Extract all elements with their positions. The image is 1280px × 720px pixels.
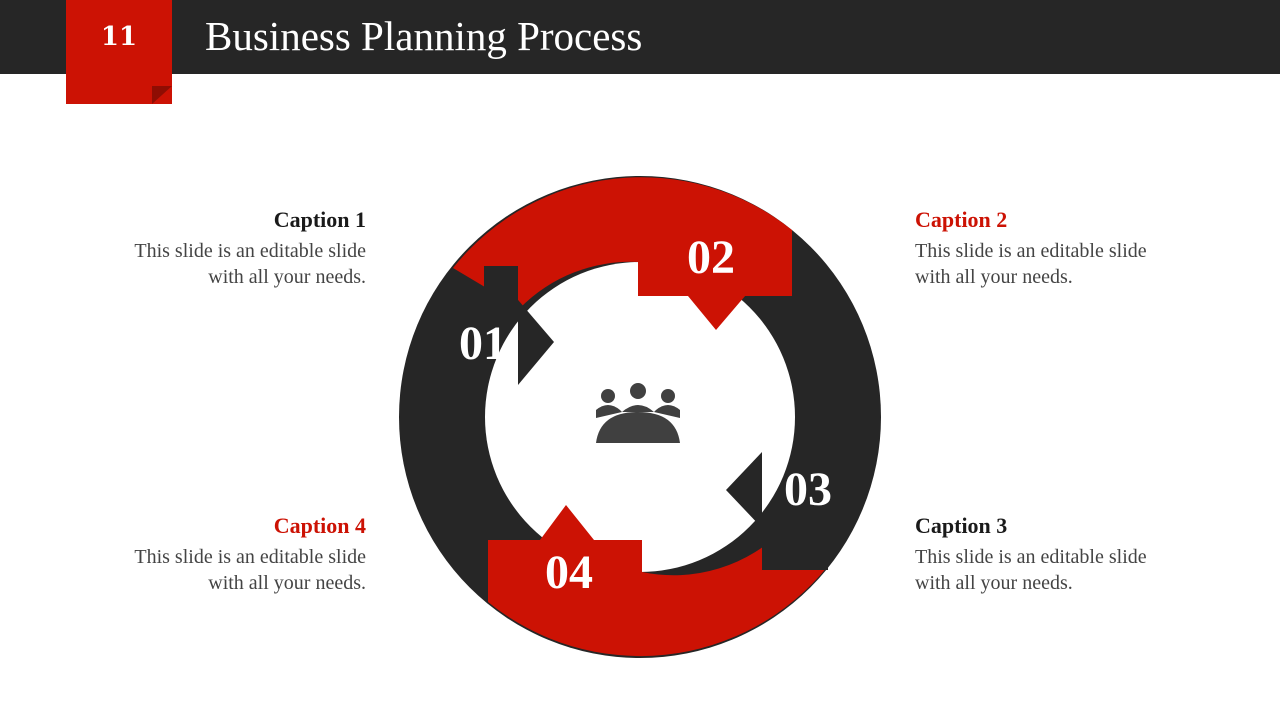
caption-1-line2: with all your needs. <box>208 266 366 288</box>
meeting-group-icon <box>596 383 680 443</box>
segment-04-label: 04 <box>545 546 593 599</box>
title-bar <box>0 0 1280 74</box>
caption-4-line1: This slide is an editable slide <box>134 546 366 568</box>
notch-02 <box>638 257 745 330</box>
segment-01-label: 01 <box>459 317 507 370</box>
slide-number-tab-fold <box>152 86 172 104</box>
caption-4-line2: with all your needs. <box>208 572 366 594</box>
notch-03 <box>726 452 762 528</box>
caption-3: Caption 3 This slide is an editable slid… <box>915 513 1215 596</box>
notch-04 <box>540 505 642 576</box>
segment-01 <box>453 266 554 417</box>
caption-2-line1: This slide is an editable slide <box>915 240 1147 262</box>
caption-1: Caption 1 This slide is an editable slid… <box>66 207 366 290</box>
caption-3-title: Caption 3 <box>915 513 1008 538</box>
notch-01 <box>518 300 554 385</box>
slide-number: 11 <box>100 22 138 52</box>
caption-1-line1: This slide is an editable slide <box>134 240 366 262</box>
slide-title: Business Planning Process <box>205 13 643 59</box>
caption-3-line1: This slide is an editable slide <box>915 546 1147 568</box>
segment-03-label: 03 <box>784 463 832 516</box>
caption-2-title: Caption 2 <box>915 207 1008 232</box>
segment-02-label: 02 <box>687 231 735 284</box>
caption-2-line2: with all your needs. <box>915 266 1073 288</box>
segment-03 <box>726 417 828 570</box>
caption-4-title: Caption 4 <box>273 513 366 538</box>
caption-4: Caption 4 This slide is an editable slid… <box>66 513 366 596</box>
caption-3-line2: with all your needs. <box>915 572 1073 594</box>
caption-2: Caption 2 This slide is an editable slid… <box>915 207 1215 290</box>
caption-1-title: Caption 1 <box>273 207 366 232</box>
